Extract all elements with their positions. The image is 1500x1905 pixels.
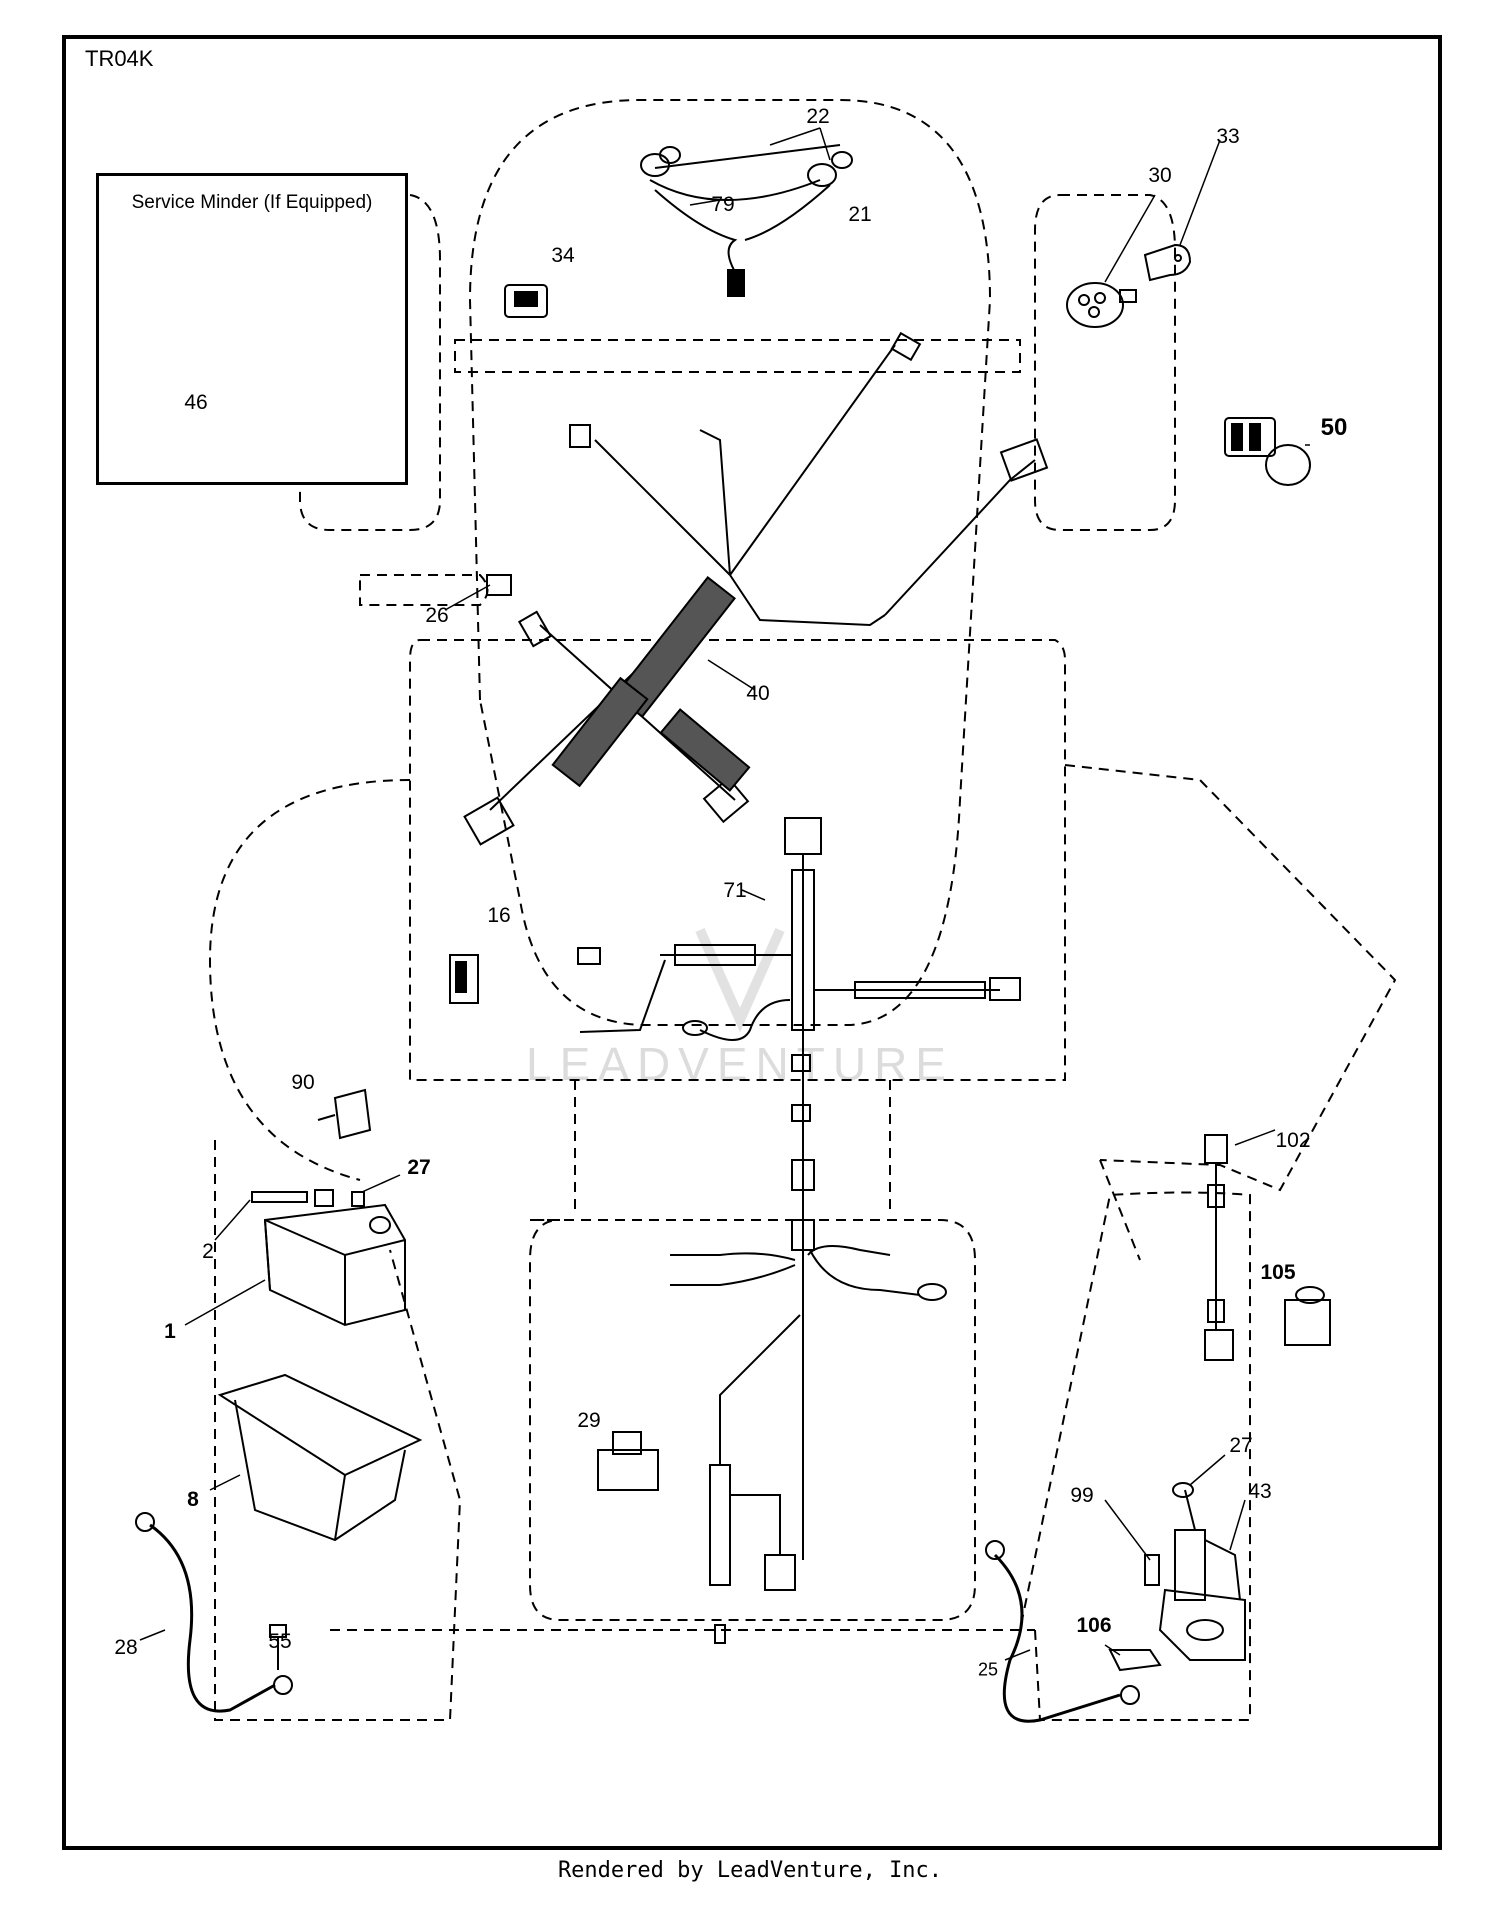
hood-outline bbox=[468, 99, 992, 1026]
callout-55: 55 bbox=[268, 1630, 292, 1653]
callout-16: 16 bbox=[487, 904, 511, 927]
relay bbox=[449, 954, 479, 1004]
fuse bbox=[486, 574, 512, 596]
positive-cable bbox=[985, 1540, 1140, 1723]
starter-bolt bbox=[1144, 1554, 1160, 1586]
callout-2: 2 bbox=[202, 1240, 214, 1263]
solenoid-harness bbox=[1204, 1134, 1234, 1361]
left-fender-outline bbox=[208, 779, 411, 1181]
wire-clip bbox=[1108, 1649, 1162, 1672]
solenoid bbox=[1284, 1286, 1331, 1346]
leader-lines bbox=[139, 127, 1310, 1661]
diagram-code: TR04K bbox=[85, 46, 154, 71]
callout-26: 26 bbox=[425, 604, 449, 627]
battery-tray bbox=[217, 1373, 423, 1542]
callout-106: 106 bbox=[1076, 1614, 1112, 1637]
callout-28: 28 bbox=[114, 1636, 138, 1659]
pto-switch bbox=[1224, 417, 1311, 486]
headlight-assembly bbox=[640, 144, 853, 297]
callout-8: 8 bbox=[187, 1488, 199, 1511]
right-panel-outline bbox=[1034, 194, 1176, 531]
callout-46: 46 bbox=[184, 391, 208, 414]
right-rail-outline bbox=[1099, 1159, 1141, 1261]
callout-27-battery: 27 bbox=[407, 1156, 431, 1179]
diagram-frame bbox=[62, 35, 1442, 1850]
service-minder-inset: Service Minder (If Equipped) bbox=[96, 173, 408, 485]
callout-90: 90 bbox=[291, 1071, 315, 1094]
footer-credit: Rendered by LeadVenture, Inc. bbox=[557, 1858, 943, 1883]
right-fender-outline bbox=[1064, 764, 1397, 1192]
callout-22: 22 bbox=[806, 105, 830, 128]
callout-99: 99 bbox=[1070, 1484, 1094, 1507]
starter-nut bbox=[1172, 1482, 1194, 1498]
callout-30: 30 bbox=[1148, 164, 1172, 187]
callout-40: 40 bbox=[746, 682, 770, 705]
battery-bolt bbox=[251, 1189, 365, 1207]
callout-105: 105 bbox=[1260, 1261, 1296, 1284]
inset-title: Service Minder (If Equipped) bbox=[131, 192, 373, 213]
starter bbox=[1158, 1489, 1246, 1661]
callout-33: 33 bbox=[1216, 125, 1240, 148]
watermark-logo bbox=[695, 927, 785, 1033]
callout-43: 43 bbox=[1248, 1480, 1272, 1503]
callout-21: 21 bbox=[848, 203, 872, 226]
chassis-outline bbox=[409, 639, 1066, 1081]
callout-79: 79 bbox=[711, 193, 735, 216]
callout-29: 29 bbox=[577, 1409, 601, 1432]
battery bbox=[263, 1203, 406, 1327]
harness-loom bbox=[551, 576, 751, 792]
callout-34: 34 bbox=[551, 244, 575, 267]
callout-102: 102 bbox=[1275, 1129, 1311, 1152]
callout-50: 50 bbox=[1320, 414, 1348, 441]
harness-71 bbox=[577, 817, 1021, 1644]
callout-27-starter: 27 bbox=[1229, 1434, 1253, 1457]
callout-71: 71 bbox=[723, 879, 747, 902]
ignition-key bbox=[1143, 243, 1192, 282]
deck-outline bbox=[574, 1080, 891, 1210]
rocker-switch bbox=[504, 284, 548, 318]
watermark-text: LEADVENTURE bbox=[526, 1038, 954, 1090]
ignition-switch bbox=[1066, 282, 1137, 328]
frame-bottom-outline bbox=[214, 1140, 1251, 1721]
dash-bar-outline bbox=[454, 339, 1021, 373]
negative-cable bbox=[135, 1512, 293, 1713]
callout-1: 1 bbox=[164, 1320, 176, 1343]
lower-panel-outline bbox=[529, 1219, 976, 1621]
sensor bbox=[317, 1088, 372, 1140]
cable-bolt bbox=[269, 1624, 287, 1670]
callout-25: 25 bbox=[977, 1659, 999, 1680]
seat-switch bbox=[597, 1431, 659, 1491]
